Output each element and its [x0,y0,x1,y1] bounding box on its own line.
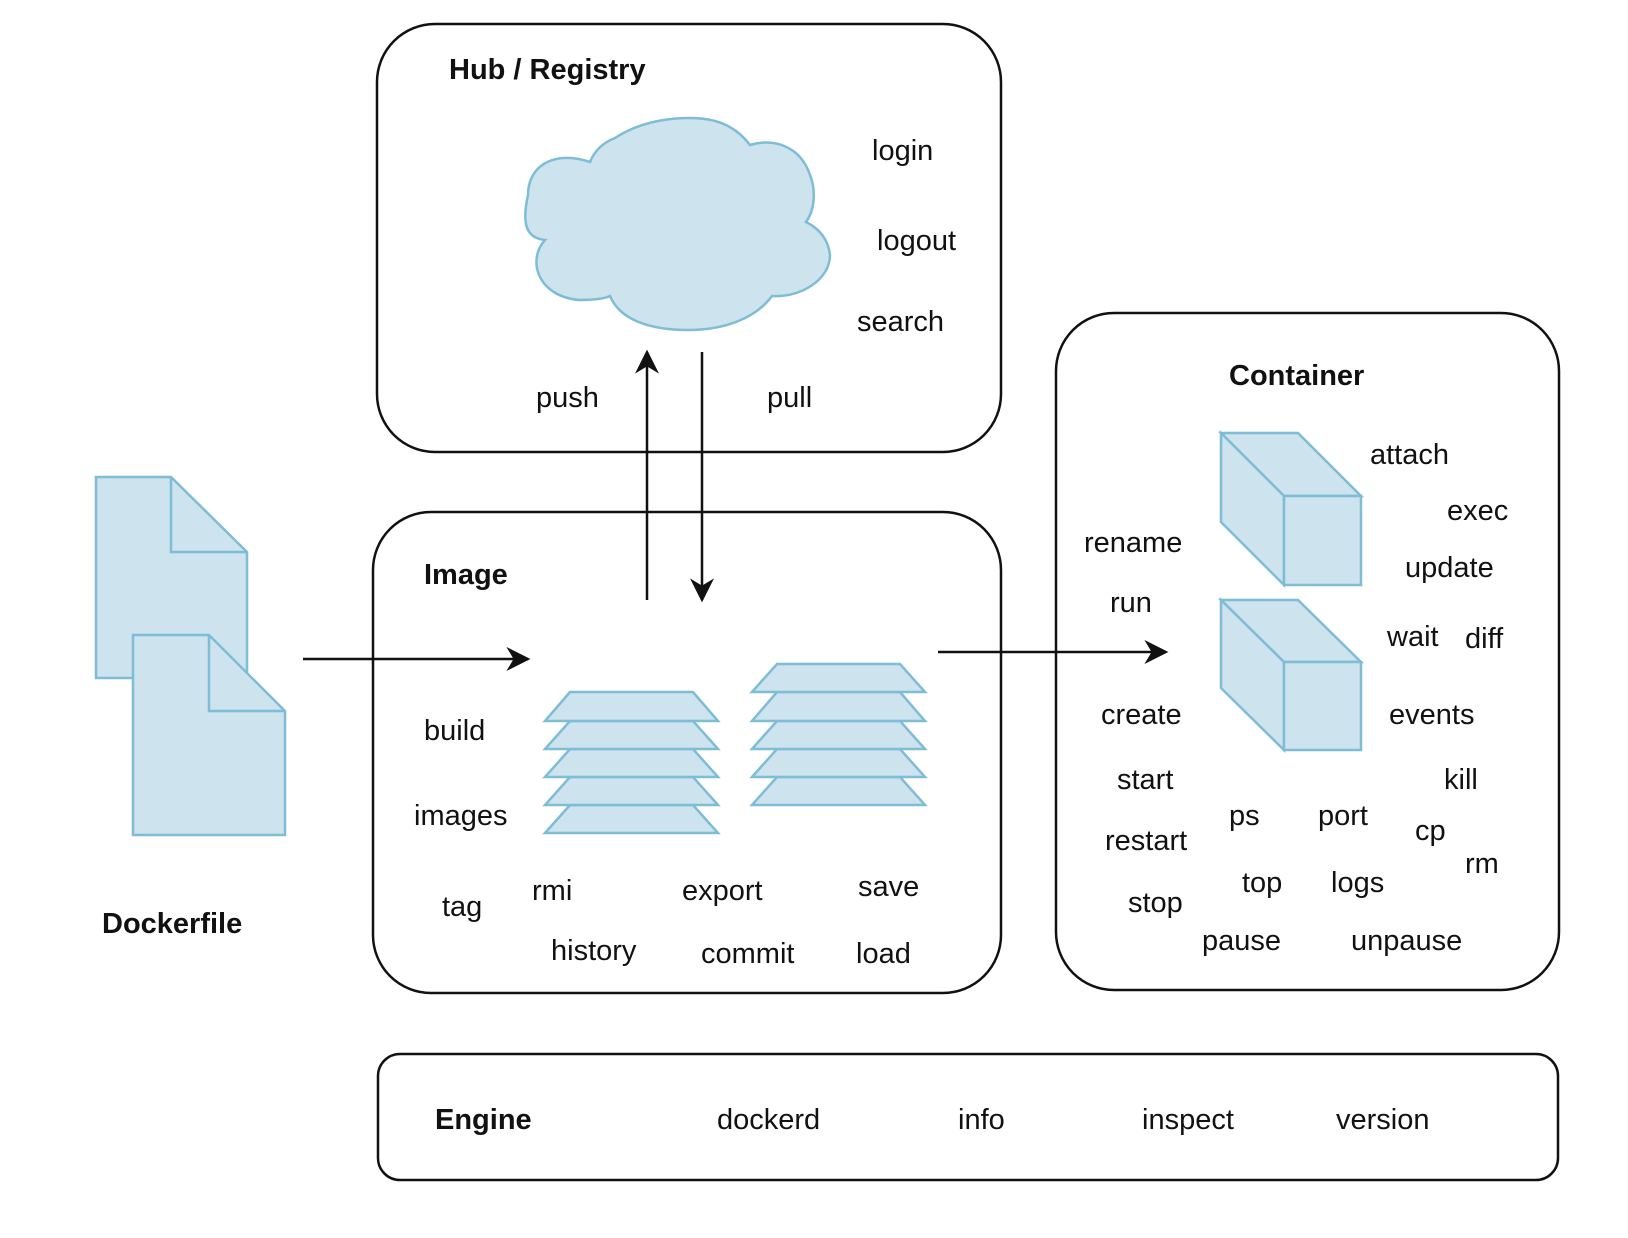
image-box [371,510,1003,995]
container-command-update: update [1405,552,1494,584]
image-command-build: build [424,715,486,747]
engine-command-inspect: inspect [1142,1104,1234,1136]
engine-command-info: info [958,1104,1005,1136]
container-command-unpause: unpause [1351,925,1463,957]
container-command-cp: cp [1415,815,1446,847]
container-command-exec: exec [1447,495,1509,527]
container-command-rename: rename [1084,527,1183,559]
cloud-icon [524,116,832,332]
container-command-restart: restart [1105,825,1188,857]
container-command-start: start [1117,764,1174,796]
image-command-export: export [682,875,763,907]
engine-box [376,1052,1560,1182]
image-command-load: load [856,938,911,970]
image-command-tag: tag [442,891,483,923]
hub-command-login: login [872,135,934,167]
container-command-diff: diff [1465,623,1504,655]
container-command-rm: rm [1465,848,1499,880]
pull-label: pull [767,382,813,414]
container-command-pause: pause [1202,925,1282,957]
image-command-history: history [551,935,637,967]
image-title: Image [424,559,508,591]
container-command-stop: stop [1128,887,1183,919]
container-command-ps: ps [1229,800,1260,832]
layers-icon [542,690,721,835]
cube-icon [1217,597,1365,753]
container-command-attach: attach [1370,439,1449,471]
engine-title: Engine [435,1104,532,1136]
dockerfile-title: Dockerfile [102,908,243,940]
container-command-events: events [1389,699,1475,731]
container-command-run: run [1110,587,1152,619]
container-command-wait: wait [1387,621,1439,653]
hub-command-logout: logout [877,225,957,257]
container-command-kill: kill [1444,764,1478,796]
cube-icon [1217,429,1365,589]
document-icon [94,475,249,680]
container-command-top: top [1242,867,1283,899]
hub-registry-box [375,22,1003,454]
container-command-logs: logs [1331,867,1385,899]
image-command-rmi: rmi [532,875,573,907]
document-icon [131,633,287,837]
engine-command-version: version [1336,1104,1430,1136]
image-command-images: images [414,800,508,832]
engine-command-dockerd: dockerd [717,1104,821,1136]
container-title: Container [1229,360,1365,392]
layers-icon [749,662,928,807]
container-command-port: port [1318,800,1368,832]
image-command-save: save [858,871,920,903]
push-label: push [536,382,599,414]
container-command-create: create [1101,699,1182,731]
image-command-commit: commit [701,938,795,970]
hub-registry-title: Hub / Registry [449,54,646,86]
hub-command-search: search [857,306,945,338]
